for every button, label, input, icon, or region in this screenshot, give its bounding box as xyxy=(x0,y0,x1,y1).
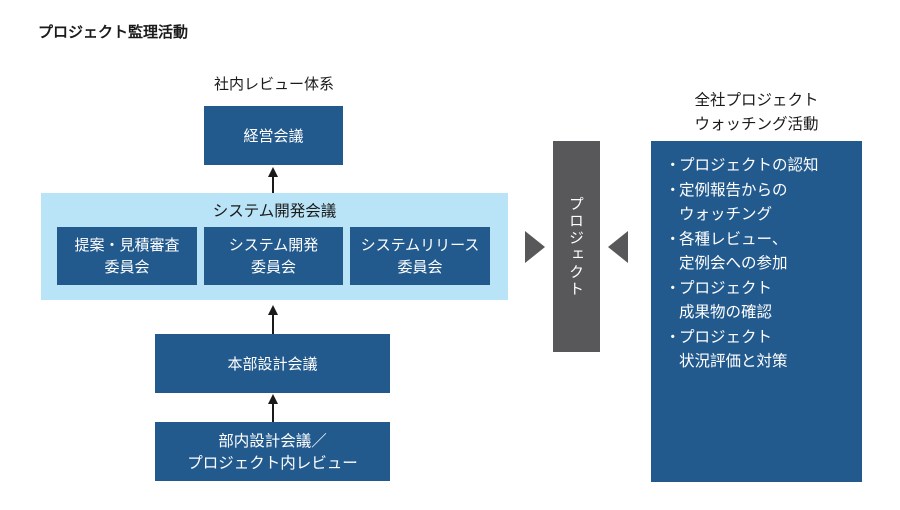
watching-caption-line1: 全社プロジェクト xyxy=(694,91,819,109)
project-bar: プロジェクト xyxy=(553,141,600,352)
arrow-up-icon xyxy=(268,305,278,334)
list-item-line1: プロジェクトの認知 xyxy=(679,156,819,174)
list-item: ・ プロジェクト 状況評価と対策 xyxy=(663,325,862,374)
arrow-up-icon xyxy=(268,394,278,422)
hq-design-meeting-label: 本部設計会議 xyxy=(227,354,318,373)
dept-design-meeting-line1: 部内設計会議／ xyxy=(218,431,327,450)
page-title: プロジェクト監理活動 xyxy=(38,23,189,41)
list-item: ・ 各種レビュー、 定例会への参加 xyxy=(663,227,862,276)
hq-design-meeting-box: 本部設計会議 xyxy=(155,334,390,393)
bullet-icon: ・ xyxy=(665,278,681,297)
committee-line2: 委員会 xyxy=(104,258,150,276)
list-item: ・ プロジェクトの認知 xyxy=(663,153,862,178)
watching-caption-line2: ウォッチング活動 xyxy=(694,115,819,133)
triangle-right-icon xyxy=(525,231,545,263)
committee-line2: 委員会 xyxy=(250,258,296,276)
committee-line1: システムリリース xyxy=(360,236,480,254)
project-label: プロジェクト xyxy=(567,195,585,298)
committee-system-dev: システム開発 委員会 xyxy=(204,227,343,285)
dept-design-meeting-line2: プロジェクト内レビュー xyxy=(187,453,358,472)
dept-design-meeting-box: 部内設計会議／ プロジェクト内レビュー xyxy=(155,422,390,481)
watching-activities-list: ・ プロジェクトの認知 ・ 定例報告からの ウォッチング ・ 各種レビュー、 定… xyxy=(663,153,862,374)
committee-line1: システム開発 xyxy=(228,236,319,254)
committee-system-release: システムリリース 委員会 xyxy=(350,227,490,285)
bullet-icon: ・ xyxy=(665,180,681,199)
bullet-icon: ・ xyxy=(665,229,681,248)
list-item-line1: プロジェクト xyxy=(679,327,773,346)
list-item-line1: プロジェクト xyxy=(679,278,773,297)
list-item-line2: 定例会への参加 xyxy=(679,254,788,272)
list-item-line2: 成果物の確認 xyxy=(679,303,773,321)
arrow-up-icon xyxy=(268,167,278,193)
list-item: ・ プロジェクト 成果物の確認 xyxy=(663,276,862,325)
bullet-icon: ・ xyxy=(665,327,681,346)
system-dev-meeting-label: システム開発会議 xyxy=(212,202,337,220)
committee-proposal-estimate: 提案・見積審査 委員会 xyxy=(57,227,197,285)
list-item-line1: 各種レビュー、 xyxy=(679,229,788,248)
review-system-caption: 社内レビュー体系 xyxy=(213,75,334,93)
list-item-line1: 定例報告からの xyxy=(679,180,788,199)
committee-line2: 委員会 xyxy=(397,258,443,276)
list-item-line2: 状況評価と対策 xyxy=(679,352,788,370)
committee-line1: 提案・見積審査 xyxy=(74,236,180,254)
list-item-line2: ウォッチング xyxy=(679,205,773,223)
watching-caption: 全社プロジェクト ウォッチング活動 xyxy=(651,88,862,136)
triangle-left-icon xyxy=(608,231,628,263)
management-meeting-box: 経営会議 xyxy=(204,106,343,165)
bullet-icon: ・ xyxy=(665,156,681,174)
list-item: ・ 定例報告からの ウォッチング xyxy=(663,178,862,227)
management-meeting-label: 経営会議 xyxy=(243,126,304,145)
watching-activities-box: ・ プロジェクトの認知 ・ 定例報告からの ウォッチング ・ 各種レビュー、 定… xyxy=(651,141,862,482)
